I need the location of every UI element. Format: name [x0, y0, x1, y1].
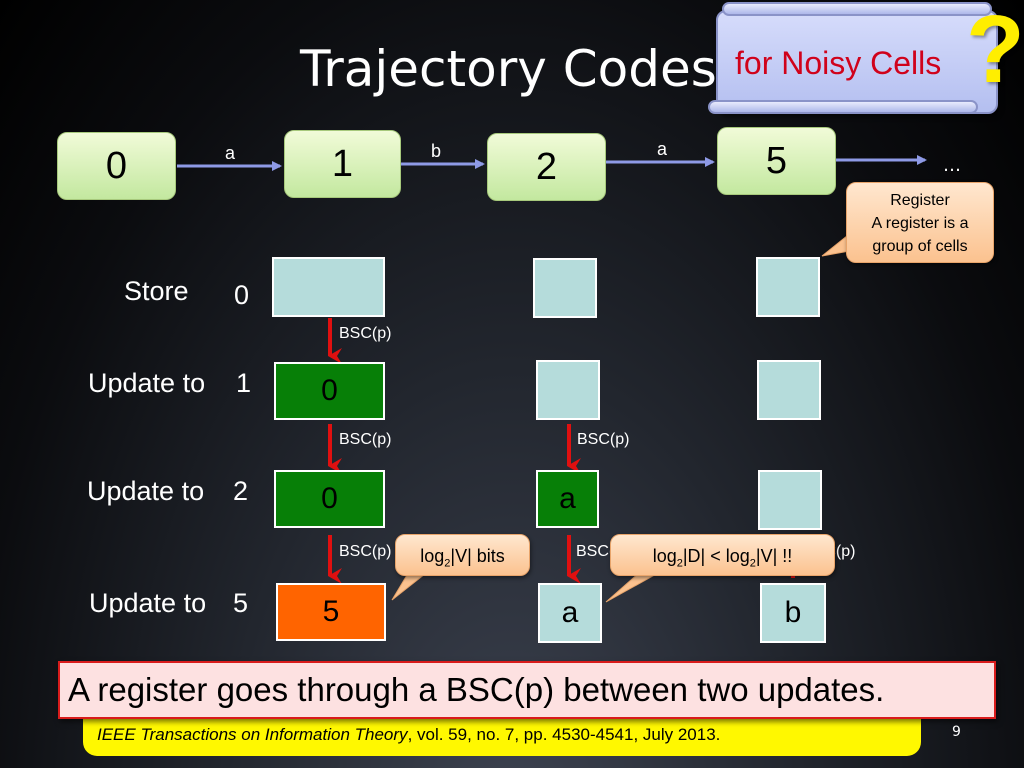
- d-less-v-rest: |V| !!: [755, 546, 793, 566]
- cell-c3-update-1: [757, 360, 821, 420]
- state-box-0: 0: [57, 132, 176, 200]
- scroll-banner: [716, 10, 998, 114]
- scroll-roll-bottom: [708, 100, 978, 114]
- register-callout: Register A register is a group of cells: [846, 182, 994, 263]
- edge-label-a1: a: [225, 143, 236, 163]
- d-less-v-mid: |D| < log: [682, 546, 750, 566]
- d-less-v-sub2: 2: [749, 557, 756, 570]
- v-bits-sub: 2: [444, 557, 451, 570]
- scroll-roll-top: [722, 2, 992, 16]
- d-less-v-sub1: 2: [676, 557, 683, 570]
- edge-label-a2: a: [657, 139, 668, 159]
- citation-journal: IEEE Transactions on Information Theory: [97, 725, 408, 744]
- cell-c2-update-5: a: [538, 583, 602, 643]
- row-value-update-5: 5: [233, 588, 249, 618]
- register-callout-line3: group of cells: [872, 238, 968, 255]
- edge-label-b: b: [431, 141, 442, 161]
- page-number: 9: [952, 724, 961, 740]
- row-label-update-2: Update to: [87, 476, 205, 506]
- row-value-update-2: 2: [233, 476, 249, 506]
- register-callout-line2: A register is a: [871, 215, 969, 232]
- bsc-label-c2-r1: BSC(p): [577, 431, 630, 448]
- cell-c1-update-2: 0: [274, 470, 385, 528]
- slide-title: Trajectory Codes: [300, 40, 717, 98]
- cell-c1-store: [272, 257, 385, 317]
- cell-c2-update-2: a: [536, 470, 599, 528]
- cell-c1-update-5: 5: [276, 583, 386, 641]
- row-value-store: 0: [234, 280, 250, 310]
- state-box-5: 5: [717, 127, 836, 195]
- cell-c3-update-2: [758, 470, 822, 530]
- bsc-label-c1-r0: BSC(p): [339, 325, 392, 342]
- v-bits-callout: log2|V| bits: [395, 534, 530, 576]
- citation: IEEE Transactions on Information Theory,…: [83, 716, 921, 756]
- d-less-v-callout-pointer: [605, 571, 662, 603]
- row-value-update-1: 1: [236, 368, 252, 398]
- v-bits-rest: |V| bits: [450, 546, 505, 566]
- cell-c2-update-1: [536, 360, 600, 420]
- cell-c3-update-5: b: [760, 583, 826, 643]
- row-label-store: Store: [124, 276, 189, 306]
- state-box-2: 2: [487, 133, 606, 201]
- question-mark: ?: [966, 0, 1024, 103]
- state-box-1: 1: [284, 130, 401, 198]
- cell-c1-update-1: 0: [274, 362, 385, 420]
- cell-c2-store: [533, 258, 597, 318]
- citation-details: , vol. 59, no. 7, pp. 4530-4541, July 20…: [407, 725, 721, 744]
- d-less-v-callout: log2|D| < log2|V| !!: [610, 534, 835, 576]
- d-less-v-log1: log: [652, 546, 677, 566]
- scroll-banner-text: for Noisy Cells: [735, 45, 942, 81]
- cell-c3-store: [756, 257, 820, 317]
- v-bits-log: log: [420, 546, 445, 566]
- bsc-label-c1-r1: BSC(p): [339, 431, 392, 448]
- register-callout-line1: Register: [890, 192, 950, 209]
- row-label-update-5: Update to: [89, 588, 207, 618]
- row-label-update-1: Update to: [88, 368, 206, 398]
- bsc-label-c1-r2: BSC(p): [339, 543, 392, 560]
- trajectory-ellipsis: …: [943, 155, 961, 176]
- bottom-banner: A register goes through a BSC(p) between…: [58, 661, 996, 719]
